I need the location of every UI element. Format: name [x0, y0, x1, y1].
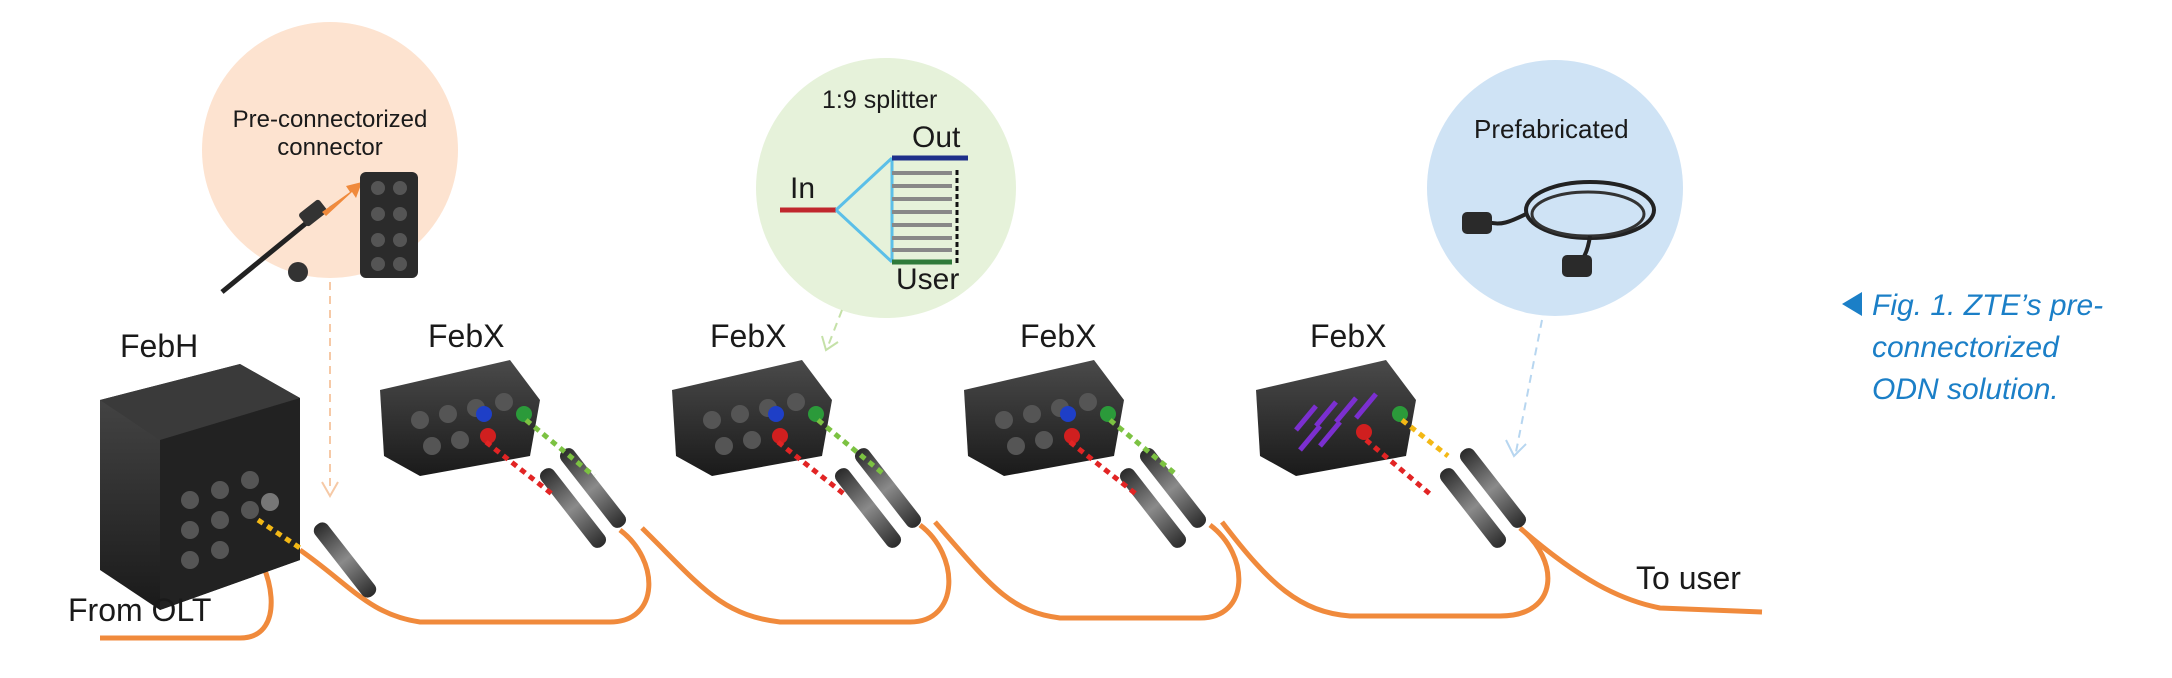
splitter-pointer-head	[821, 335, 839, 352]
splitter-out-label: Out	[912, 121, 961, 154]
febx-enclosure-3	[964, 360, 1124, 476]
febx-label-2: FebX	[710, 318, 787, 354]
splitter-user-label: User	[896, 263, 960, 296]
splitter-bubble	[756, 58, 1016, 318]
prefab-cable-illustration	[1462, 180, 1656, 277]
cable-plugs	[313, 448, 1527, 598]
connector-pointer-head	[321, 481, 339, 499]
connector-illustration	[220, 172, 418, 294]
to-user-label: To user	[1636, 560, 1741, 596]
fiber-cable	[100, 520, 1763, 641]
connection-arrows	[256, 418, 1450, 551]
febx-enclosure-4	[1256, 360, 1416, 476]
caption-pointer-icon	[1842, 292, 1862, 316]
febx-enclosure-1	[380, 360, 540, 476]
splitter-in-label: In	[790, 172, 816, 205]
prefab-bubble-title: Prefabricated	[1474, 114, 1629, 144]
febx-enclosure-2	[672, 360, 832, 476]
splitter-illustration	[780, 155, 968, 265]
febh-label: FebH	[120, 328, 199, 364]
febx-label-1: FebX	[428, 318, 505, 354]
prefab-pointer	[1515, 319, 1543, 453]
febh-enclosure	[100, 364, 300, 610]
from-olt-label: From OLT	[68, 592, 212, 628]
figure-caption: Fig. 1. ZTE’s pre- connectorized ODN sol…	[1872, 289, 2104, 406]
connector-bubble-title: Pre-connectorized connector	[232, 106, 428, 161]
febx-label-4: FebX	[1310, 318, 1387, 354]
febx-label-3: FebX	[1020, 318, 1097, 354]
splitter-pointer	[827, 309, 843, 347]
splitter-bubble-title: 1:9 splitter	[822, 86, 938, 114]
prefab-pointer-head	[1505, 439, 1527, 458]
